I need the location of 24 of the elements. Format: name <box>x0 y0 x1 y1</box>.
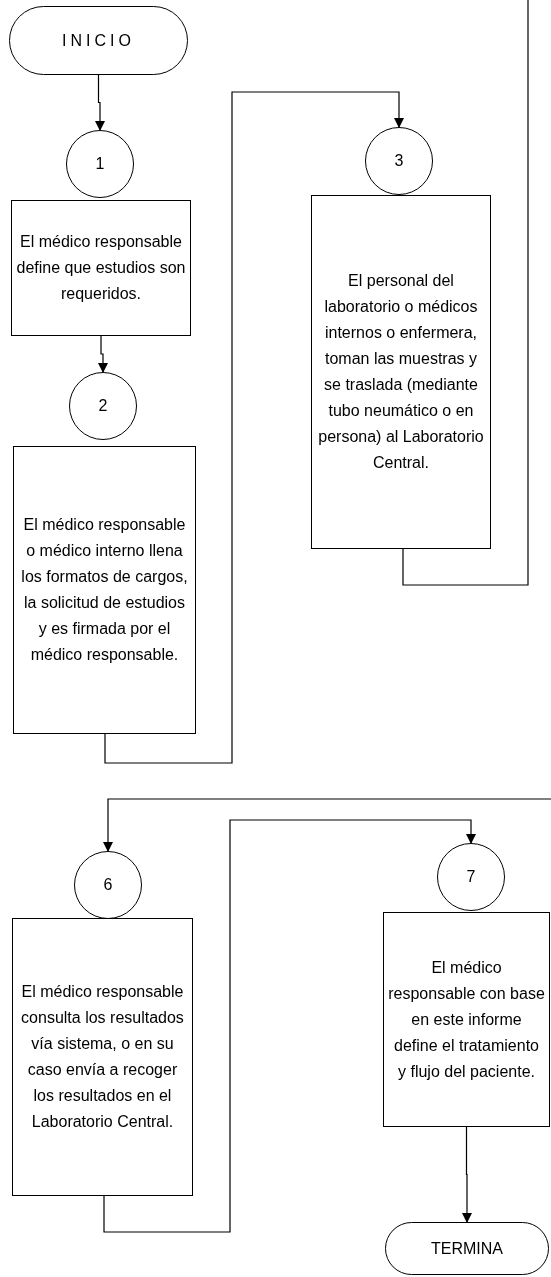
arrow <box>95 74 105 131</box>
arrow <box>462 1126 472 1223</box>
process-box <box>383 912 550 1127</box>
arrow <box>103 798 551 852</box>
process-box <box>12 918 193 1196</box>
node-label: 6 <box>103 875 113 895</box>
node-label: TERMINA <box>431 1238 503 1259</box>
node-label: INICIO <box>62 30 135 51</box>
arrow <box>103 819 476 1233</box>
arrow <box>104 91 404 764</box>
process-box <box>11 200 191 336</box>
process-box <box>311 195 491 549</box>
node-label: 7 <box>466 867 476 887</box>
node-label: El médico responsable con base en este informe define el tratamiento y flujo del paciente. <box>388 957 545 1082</box>
node-label: 3 <box>394 151 404 171</box>
node-label: 2 <box>98 396 108 416</box>
process-box <box>13 446 196 734</box>
node-label: El médico responsable consulta los resultados vía sistema, o en su caso envía a recoger los resultados en el Laboratorio Central. <box>20 982 185 1132</box>
node-label: El médico responsable define que estudios son requeridos. <box>16 232 186 304</box>
arrow <box>98 335 108 373</box>
terminator-shape <box>385 1222 549 1275</box>
node-label: El personal del laboratorio o médicos internos o enfermera, toman las muestras y se traslada (mediante tubo neumático o en persona) al Laboratorio Central. <box>317 271 485 473</box>
node-label: 1 <box>95 154 105 174</box>
node-label: El médico responsable o médico interno llena los formatos de cargos, la solicitud de estudios y es firmada por el médico responsable. <box>20 515 189 665</box>
